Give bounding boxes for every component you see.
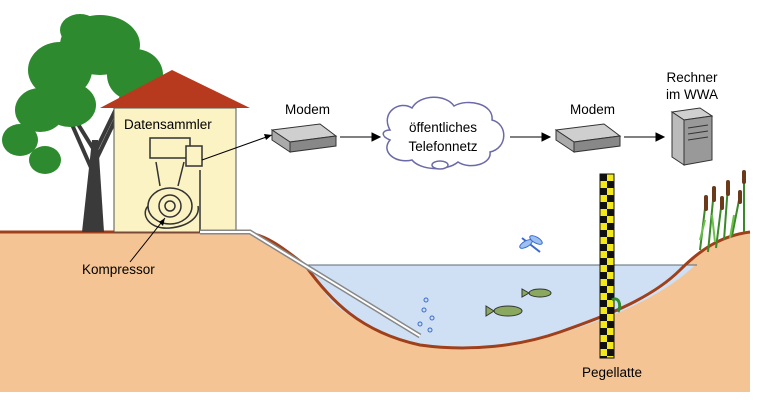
connection-arrow — [510, 132, 552, 142]
computer-label-line1: Rechner — [666, 70, 718, 85]
air-bubbles — [417, 297, 435, 333]
computer-icon — [670, 107, 714, 166]
connection-arrow — [340, 132, 382, 142]
compressor-icon — [144, 137, 203, 232]
cloud-label-line1: öffentliches — [408, 120, 478, 135]
pegellatte-label: Pegellatte — [582, 365, 643, 380]
kompressor-label: Kompressor — [82, 262, 155, 277]
house-icon — [100, 70, 250, 233]
modem-icon — [270, 123, 338, 153]
cloud-label-line2: Telefonnetz — [408, 139, 478, 154]
tree-icon — [2, 14, 163, 232]
computer-label-line2: im WWA — [666, 87, 718, 102]
gauge-staff-icon — [599, 173, 615, 359]
modem-right-label: Modem — [570, 102, 616, 117]
ground — [0, 232, 750, 392]
reeds-icon — [699, 170, 746, 253]
modem-icon — [554, 123, 622, 153]
fish-icon — [485, 288, 552, 317]
connection-arrow — [624, 132, 666, 142]
modem-left-label: Modem — [285, 102, 331, 117]
dragonfly-icon — [519, 235, 543, 253]
cloud-icon — [382, 96, 505, 170]
datensammler-label: Datensammler — [124, 117, 212, 132]
